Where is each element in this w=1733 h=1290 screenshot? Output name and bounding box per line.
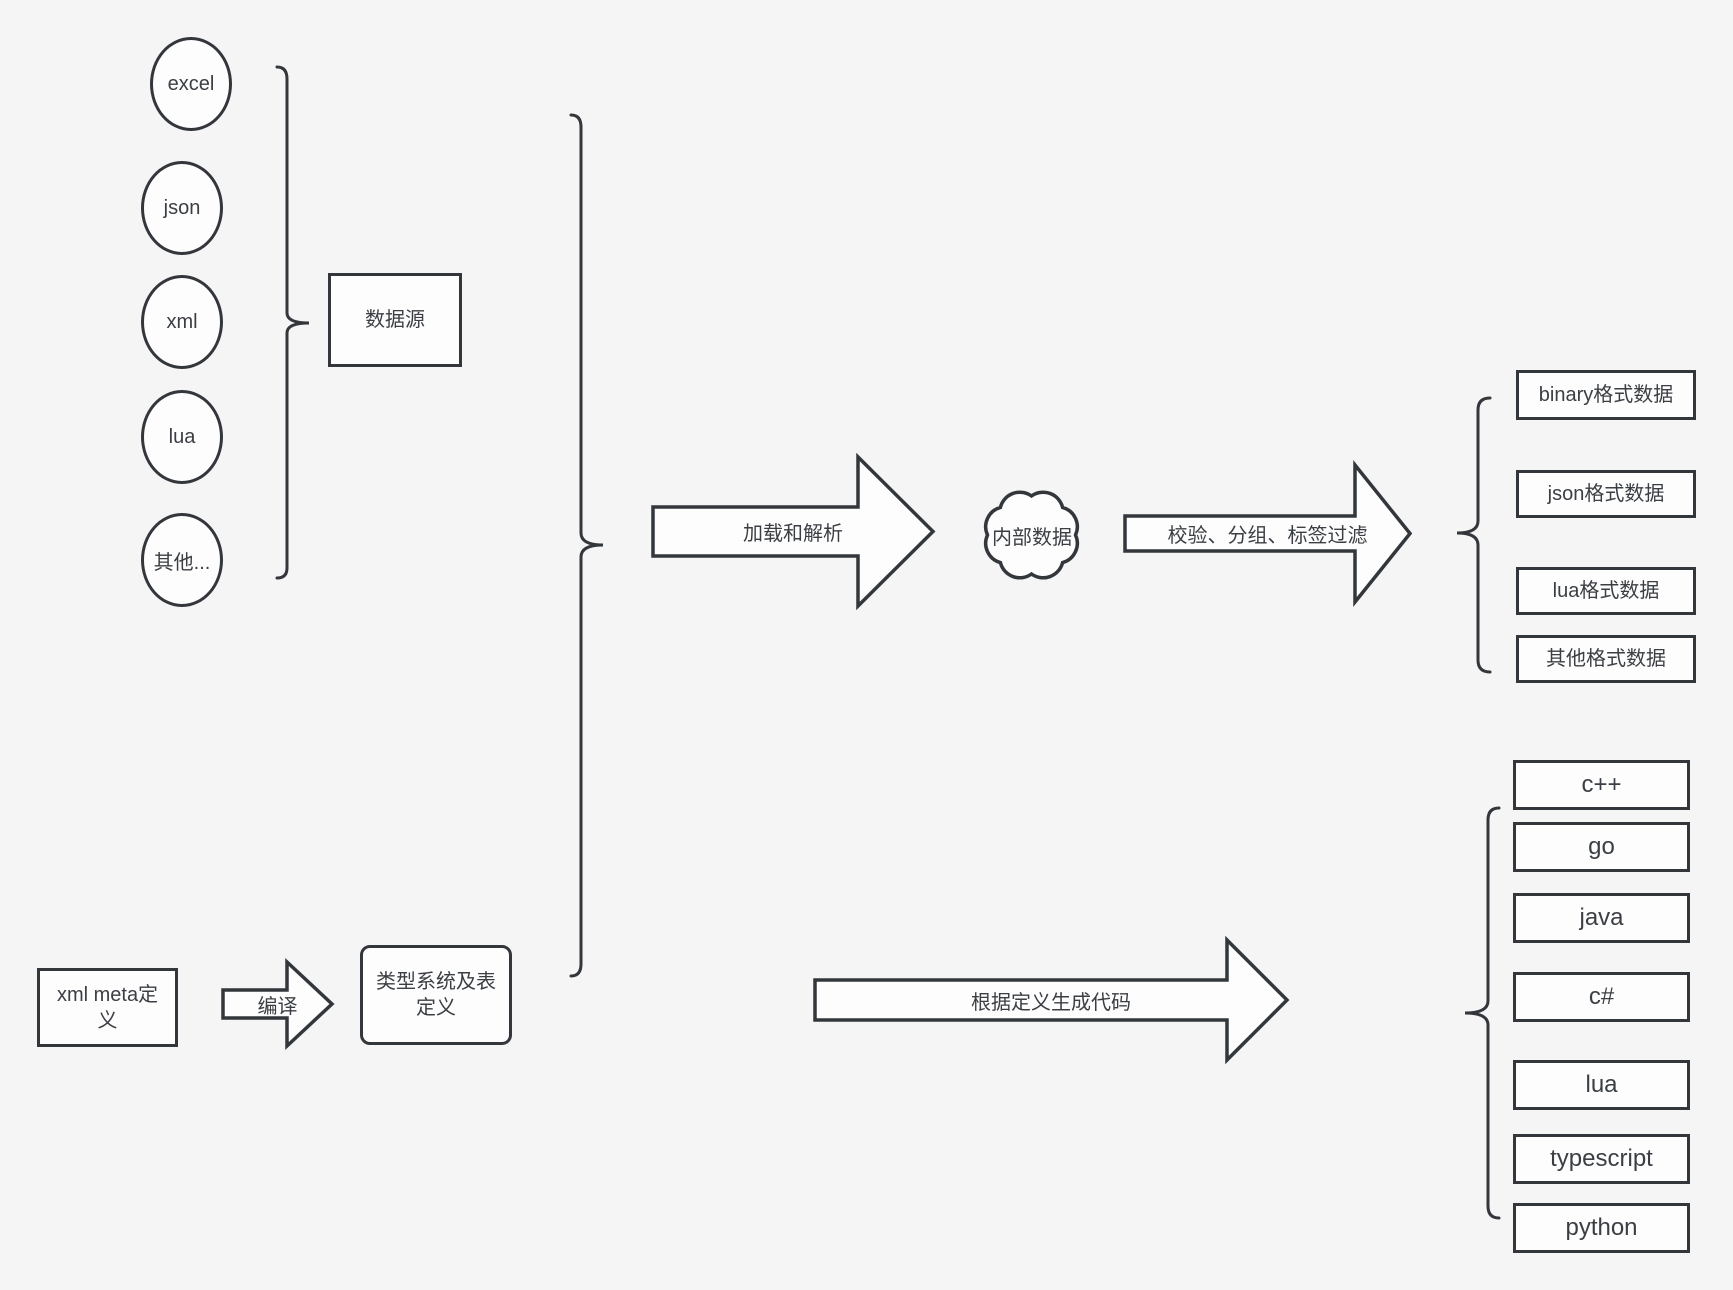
formats-brace xyxy=(1456,396,1492,674)
format-box-binary: binary格式数据 xyxy=(1516,370,1696,420)
datasource-box: 数据源 xyxy=(328,273,462,367)
language-box-typescript: typescript xyxy=(1513,1134,1690,1184)
internal-data-cloud-label: 内部数据 xyxy=(992,526,1072,549)
type-system-box: 类型系统及表定义 xyxy=(360,945,512,1045)
language-label-go: go xyxy=(1588,833,1615,860)
language-box-go: go xyxy=(1513,822,1690,872)
format-label-other: 其他格式数据 xyxy=(1546,648,1666,670)
source-ellipse-lua: lua xyxy=(141,390,223,484)
compile-arrow-label: 编译 xyxy=(257,995,298,1018)
codegen-arrow-label: 根据定义生成代码 xyxy=(971,991,1131,1014)
language-label-csharp: c# xyxy=(1588,983,1615,1010)
language-box-csharp: c# xyxy=(1513,972,1690,1022)
source-label-lua: lua xyxy=(168,425,196,448)
format-box-lua: lua格式数据 xyxy=(1516,567,1696,615)
xml-meta-box: xml meta定义 xyxy=(37,968,178,1047)
language-box-cpp: c++ xyxy=(1513,760,1690,810)
languages-brace xyxy=(1464,806,1501,1220)
language-label-python: python xyxy=(1565,1214,1638,1241)
language-box-python: python xyxy=(1513,1203,1690,1253)
source-label-excel: excel xyxy=(167,72,215,95)
format-label-json: json格式数据 xyxy=(1547,483,1665,505)
type-system-label: 类型系统及表定义 xyxy=(376,971,496,1019)
source-ellipse-xml: xml xyxy=(141,275,223,369)
format-label-binary: binary格式数据 xyxy=(1538,384,1674,406)
source-label-other: 其他... xyxy=(153,551,211,574)
format-box-other: 其他格式数据 xyxy=(1516,635,1696,683)
language-label-typescript: typescript xyxy=(1550,1145,1653,1172)
language-box-lua: lua xyxy=(1513,1060,1690,1110)
language-box-java: java xyxy=(1513,893,1690,943)
pipeline-input-brace xyxy=(569,113,604,978)
language-label-cpp: c++ xyxy=(1581,771,1622,798)
source-ellipse-excel: excel xyxy=(150,37,232,131)
language-label-lua: lua xyxy=(1585,1071,1618,1098)
xml-meta-label: xml meta定义 xyxy=(56,983,159,1032)
source-label-xml: xml xyxy=(166,310,198,333)
load-parse-arrow-label: 加载和解析 xyxy=(743,523,843,545)
filter-arrow-label: 校验、分组、标签过滤 xyxy=(1167,525,1368,547)
language-label-java: java xyxy=(1579,904,1624,931)
format-label-lua: lua格式数据 xyxy=(1552,580,1660,602)
sources-brace xyxy=(275,65,310,580)
format-box-json: json格式数据 xyxy=(1516,470,1696,518)
source-ellipse-json: json xyxy=(141,161,223,255)
source-ellipse-other: 其他... xyxy=(141,513,223,607)
datasource-label: 数据源 xyxy=(365,309,425,331)
source-label-json: json xyxy=(163,196,201,219)
